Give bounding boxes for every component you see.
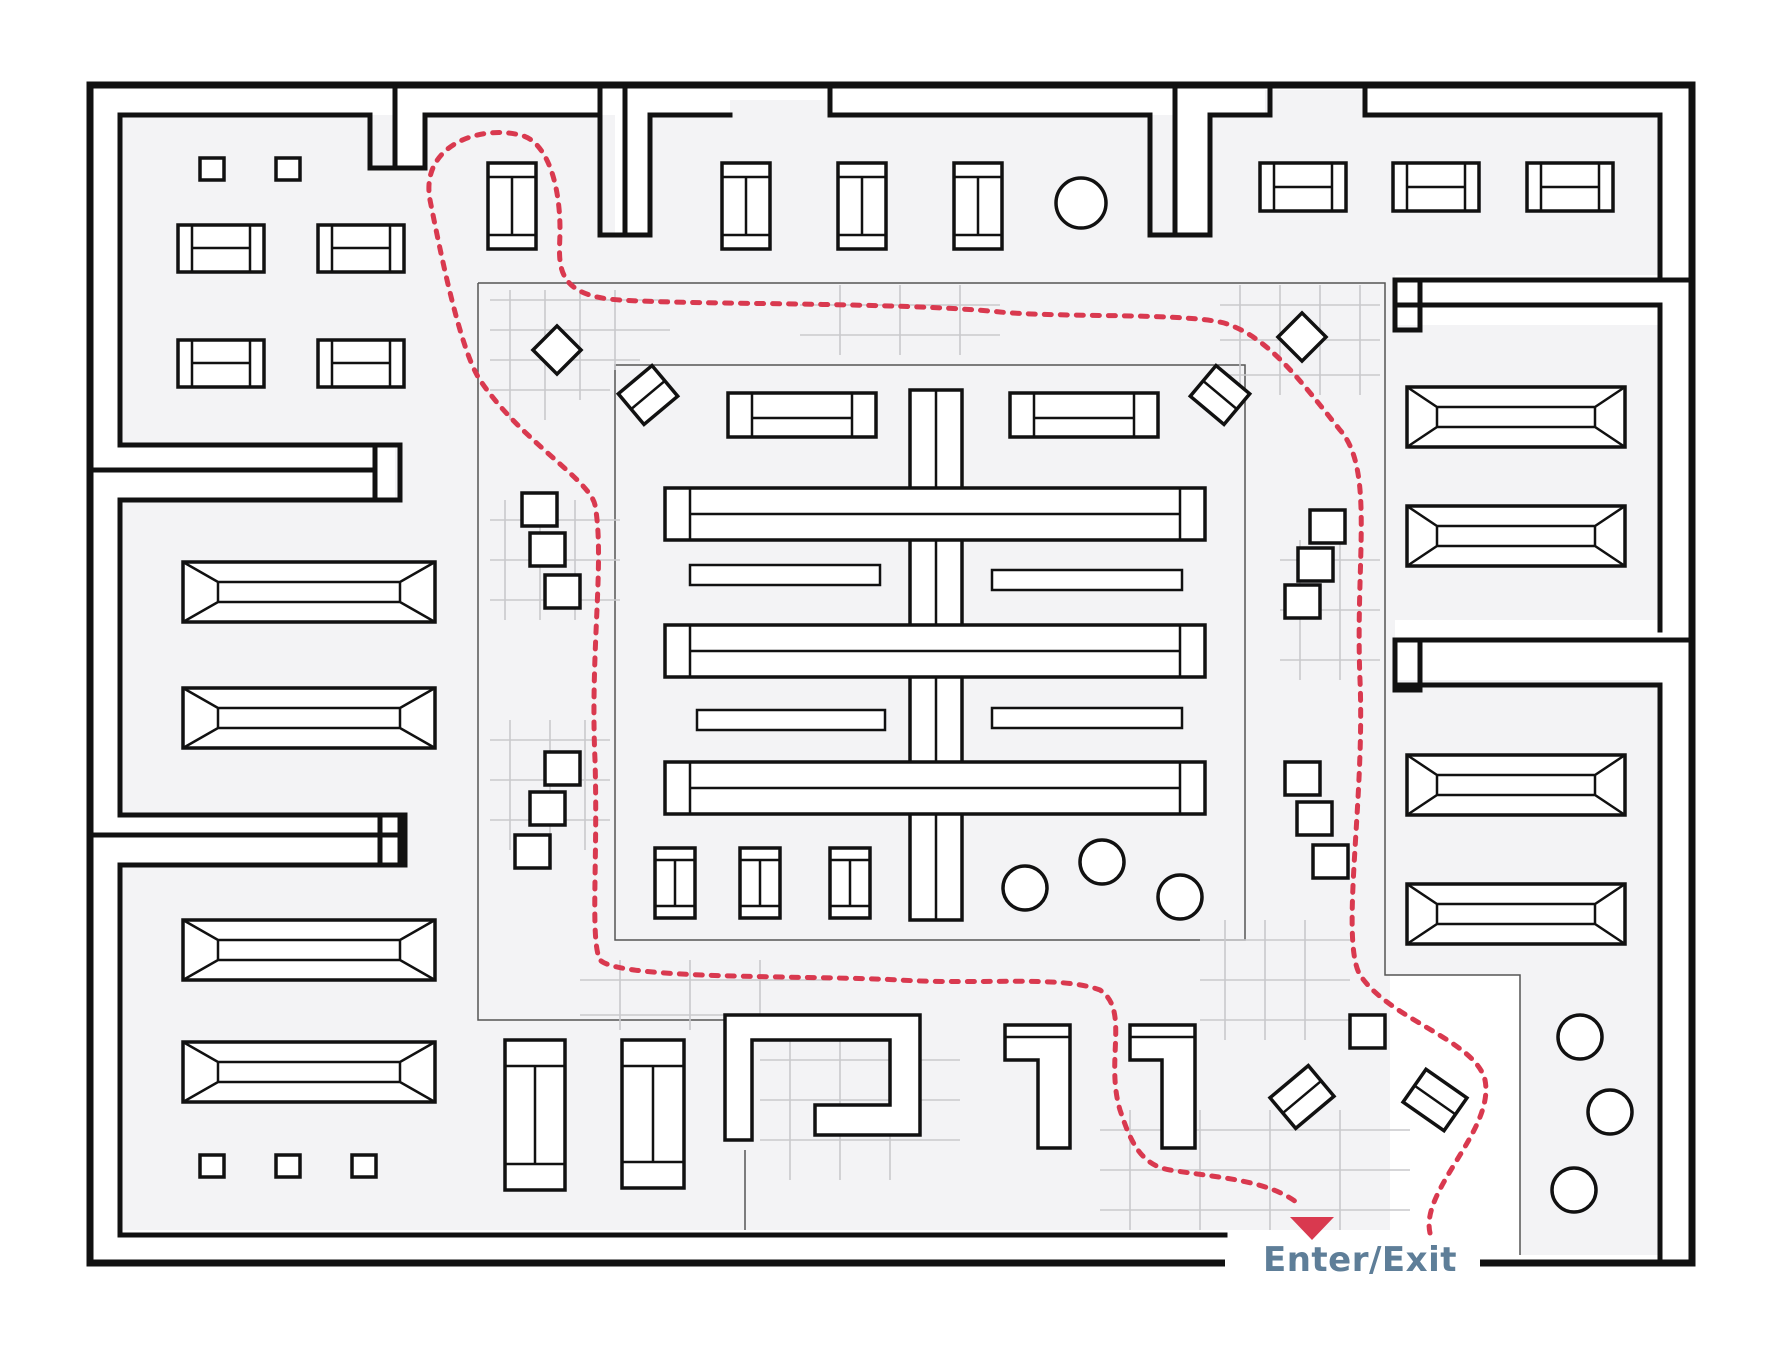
walls — [86, 81, 1696, 1267]
top-row-fixtures — [486, 161, 1615, 251]
customer-route — [426, 130, 1489, 1240]
bottom-fixtures — [503, 1013, 1197, 1192]
entrance-label: Enter/Exit — [1263, 1240, 1457, 1280]
right-wing-fixtures — [1405, 385, 1634, 1214]
central-fixtures — [615, 363, 1253, 922]
left-wing-fixtures — [176, 156, 437, 1179]
ring-displays — [513, 310, 1470, 1134]
